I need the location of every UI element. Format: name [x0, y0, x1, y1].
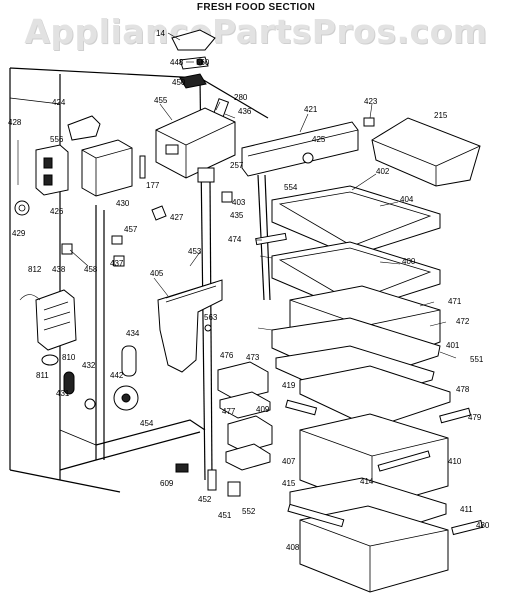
small-parts-left	[61, 155, 233, 267]
part-label: 427	[170, 213, 184, 222]
part-label: 403	[232, 198, 246, 207]
part-label: 554	[284, 183, 298, 192]
part-label: 452	[198, 495, 212, 504]
part-label: 609	[160, 479, 174, 488]
part-label: 424	[52, 98, 66, 107]
watermark-logo: AppliancePartsPros.com	[24, 12, 488, 51]
glass-shelves	[255, 185, 441, 313]
part-label: 405	[150, 269, 164, 278]
part-label: 479	[468, 413, 482, 422]
part-label: 415	[282, 479, 296, 488]
part-number-labels: 14 448 560 450 280 455 436 424 556 428 4…	[8, 29, 490, 552]
part-label: 428	[8, 118, 22, 127]
part-label: 437	[110, 259, 124, 268]
part-label: 477	[222, 407, 236, 416]
part-label: 407	[282, 457, 296, 466]
dairy-bin	[371, 117, 481, 187]
part-label: 471	[448, 297, 462, 306]
cabinet-liner	[9, 67, 269, 493]
part-label: 442	[110, 371, 124, 380]
evaporator-cover	[113, 279, 223, 411]
part-label: 402	[376, 167, 390, 176]
part-label: 404	[400, 195, 414, 204]
part-label: 480	[476, 521, 490, 530]
part-label: 430	[116, 199, 130, 208]
part-label: 410	[448, 457, 462, 466]
part-label: 476	[220, 351, 234, 360]
part-label: 215	[434, 111, 448, 120]
part-label: 458	[84, 265, 98, 274]
part-label: 14	[156, 29, 165, 38]
part-label: 434	[126, 329, 140, 338]
part-label: 454	[140, 419, 154, 428]
part-label: 414	[360, 477, 374, 486]
part-label: 811	[36, 371, 49, 380]
part-label: 478	[456, 385, 470, 394]
part-label: 453	[188, 247, 202, 256]
part-label: 257	[230, 161, 244, 170]
small-bins	[175, 361, 273, 497]
fan-housing	[155, 107, 236, 179]
part-label: 812	[28, 265, 42, 274]
part-label: 401	[446, 341, 460, 350]
part-label: 474	[228, 235, 242, 244]
part-label: 400	[402, 257, 416, 266]
part-label: 436	[238, 107, 252, 116]
part-label: 556	[50, 135, 64, 144]
light-assembly	[19, 289, 96, 410]
part-label: 451	[218, 511, 232, 520]
part-label: 552	[242, 507, 256, 516]
control-knob-assembly	[171, 29, 230, 118]
part-label: 472	[456, 317, 470, 326]
part-label: 408	[286, 543, 300, 552]
part-label: 280	[234, 93, 248, 102]
diagram-title: FRESH FOOD SECTION	[196, 2, 316, 13]
drawer-frames	[285, 365, 472, 429]
part-label: 177	[146, 181, 160, 190]
part-label: 810	[62, 353, 76, 362]
part-label: 560	[196, 58, 210, 67]
part-label: 563	[204, 313, 218, 322]
part-label: 438	[52, 265, 66, 274]
part-label: 429	[12, 229, 26, 238]
part-label: 455	[154, 96, 168, 105]
control-box	[14, 115, 133, 216]
leader-lines	[69, 32, 457, 359]
part-label: 431	[56, 389, 70, 398]
part-label: 411	[460, 505, 473, 514]
bottom-drawer	[287, 503, 484, 593]
part-label: 409	[256, 405, 270, 414]
part-label: 419	[282, 381, 296, 390]
part-label: 432	[82, 361, 96, 370]
meat-pan	[271, 285, 441, 403]
part-label: 435	[230, 211, 244, 220]
part-label: 423	[364, 97, 378, 106]
part-label: 551	[470, 355, 484, 364]
part-label: 457	[124, 225, 138, 234]
part-label: 425	[312, 135, 326, 144]
part-label: 473	[246, 353, 260, 362]
part-label: 450	[172, 78, 186, 87]
part-label: 421	[304, 105, 318, 114]
part-label: 426	[50, 207, 64, 216]
part-label: 448	[170, 58, 184, 67]
